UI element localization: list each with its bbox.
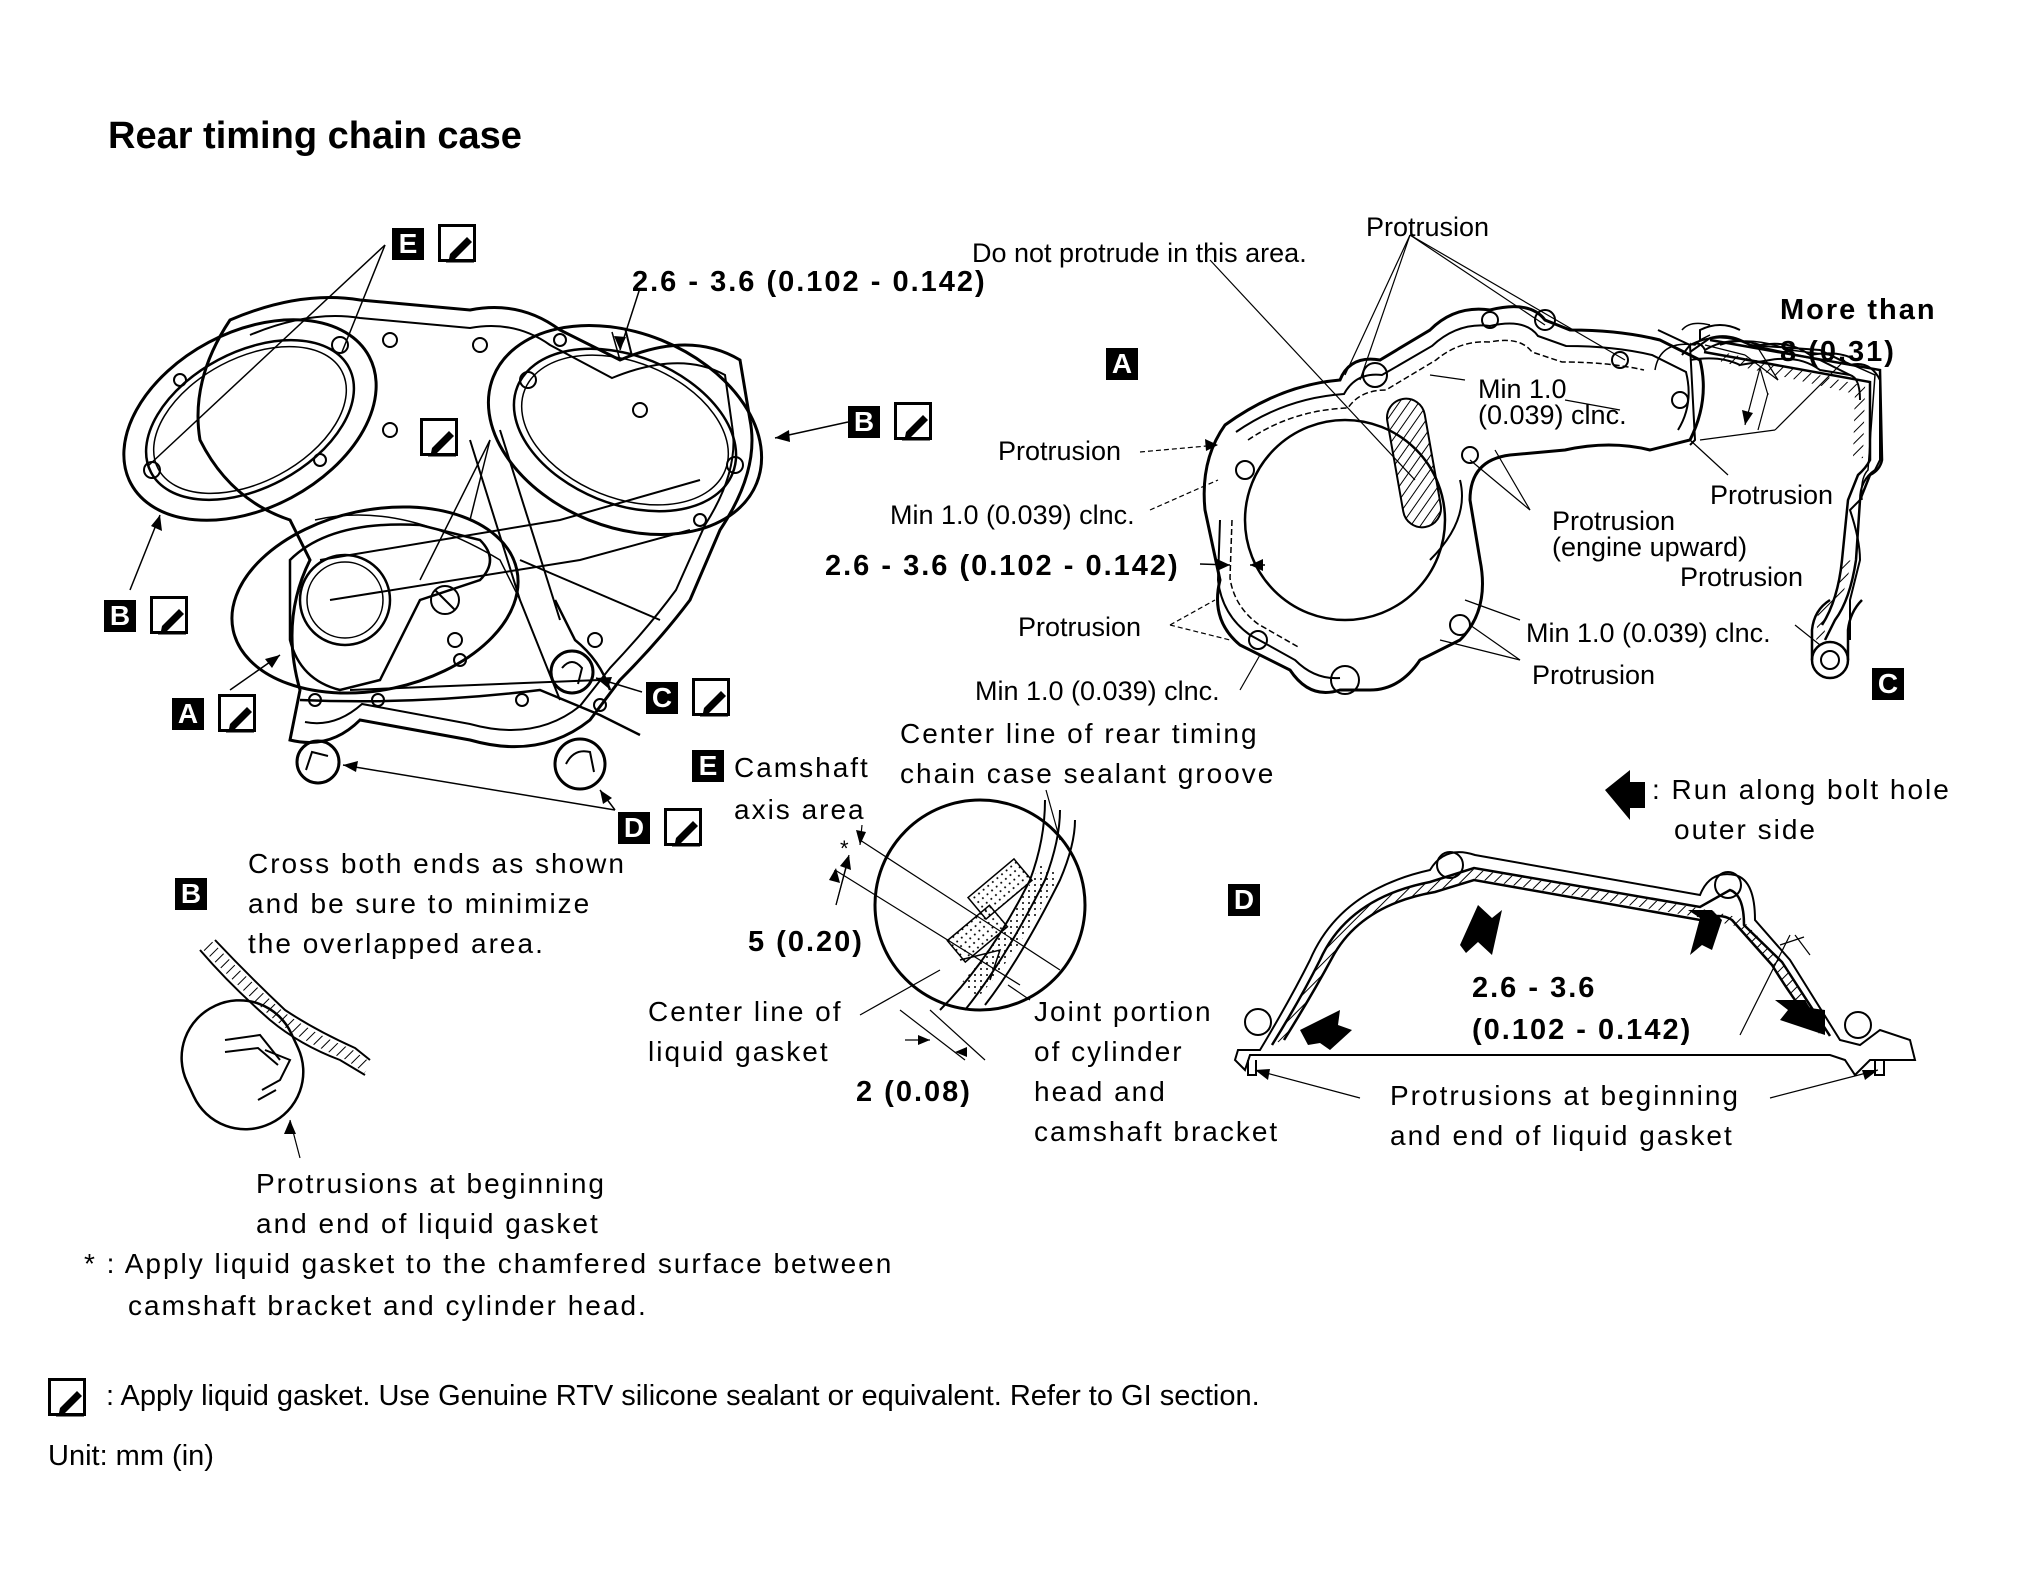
page-title: Rear timing chain case — [108, 115, 522, 157]
d-dim-line1: 2.6 - 3.6 — [1472, 972, 1597, 1004]
c-more-than-line1: More than — [1780, 294, 1937, 326]
e-joint-line4: camshaft bracket — [1034, 1116, 1280, 1147]
gasket-icon — [894, 402, 932, 441]
e-center-groove-line2: chain case sealant groove — [900, 758, 1276, 789]
callout-b-right: B — [848, 406, 880, 438]
b-note-line1: Cross both ends as shown — [248, 848, 626, 879]
d-dim-line2: (0.102 - 0.142) — [1472, 1014, 1693, 1046]
e-center-gasket-line1: Center line of — [648, 996, 843, 1027]
view-b-illustration — [180, 939, 372, 1159]
footnote-legend: : Apply liquid gasket. Use Genuine RTV s… — [106, 1380, 1260, 1412]
e-joint-line1: Joint portion — [1034, 996, 1213, 1027]
view-e-tag: E — [692, 750, 724, 782]
gasket-icon — [692, 678, 730, 717]
d-protrusions-line1: Protrusions at beginning — [1390, 1080, 1740, 1111]
callout-e-top: E — [392, 228, 424, 260]
c-more-than-line2: 8 (0.31) — [1780, 336, 1896, 368]
e-camshaft-line2: axis area — [734, 794, 866, 825]
gasket-icon — [420, 418, 458, 457]
e-joint-line2: of cylinder — [1034, 1036, 1184, 1067]
a-min-clnc-left: Min 1.0 (0.039) clnc. — [890, 500, 1135, 530]
view-c-tag: C — [1872, 668, 1904, 700]
gasket-icon — [664, 808, 702, 847]
view-a-illustration — [1139, 234, 1705, 695]
callout-c-left: C — [646, 682, 678, 714]
a-min-clnc-top-line1: Min 1.0 — [1478, 374, 1567, 404]
a-protrusion-left-2: Protrusion — [1018, 612, 1142, 642]
e-dim-2: 2 (0.08) — [856, 1076, 972, 1108]
a-dim-left: 2.6 - 3.6 (0.102 - 0.142) — [825, 550, 1180, 582]
e-center-groove-line1: Center line of rear timing — [900, 718, 1259, 749]
b-protrusions-line1: Protrusions at beginning — [256, 1168, 606, 1199]
view-d-tag: D — [1228, 884, 1260, 916]
e-center-gasket-line2: liquid gasket — [648, 1036, 830, 1067]
footnote-unit: Unit: mm (in) — [48, 1440, 214, 1472]
a-min-clnc-top-line2: (0.039) clnc. — [1478, 400, 1627, 430]
callout-a-left: A — [172, 698, 204, 730]
a-protrusion-top: Protrusion — [1366, 212, 1490, 242]
a-min-clnc-right: Min 1.0 (0.039) clnc. — [1526, 618, 1771, 648]
view-d-illustration — [1233, 770, 1917, 1099]
e-asterisk: * — [840, 836, 849, 861]
b-note-line2: and be sure to minimize — [248, 888, 592, 919]
gasket-icon — [48, 1378, 86, 1417]
b-note-line3: the overlapped area. — [248, 928, 545, 959]
d-protrusions-line2: and end of liquid gasket — [1390, 1120, 1734, 1151]
a-protrusion-engine-line1: Protrusion — [1552, 506, 1676, 536]
c-protrusion-1: Protrusion — [1710, 480, 1834, 510]
a-min-clnc-bottom: Min 1.0 (0.039) clnc. — [975, 676, 1220, 706]
view-a-tag: A — [1106, 348, 1138, 380]
gasket-icon — [150, 596, 188, 635]
e-joint-line3: head and — [1034, 1076, 1167, 1107]
footnote-asterisk-line1: * : Apply liquid gasket to the chamfered… — [84, 1248, 894, 1279]
e-camshaft-line1: Camshaft — [734, 752, 870, 783]
c-protrusion-2: Protrusion — [1680, 562, 1804, 592]
b-protrusions-line2: and end of liquid gasket — [256, 1208, 600, 1239]
e-dim-5: 5 (0.20) — [748, 926, 864, 958]
view-e-illustration — [829, 789, 1087, 1061]
rear-timing-chain-case-illustration — [122, 244, 849, 811]
d-legend-line1: : Run along bolt hole — [1652, 774, 1951, 805]
gasket-icon — [438, 224, 476, 263]
a-protrusion-engine-line2: (engine upward) — [1552, 532, 1748, 562]
gasket-icon — [218, 694, 256, 733]
view-b-tag: B — [175, 878, 207, 910]
footnote-asterisk-line2: camshaft bracket and cylinder head. — [128, 1290, 648, 1321]
callout-d-bottom: D — [618, 812, 650, 844]
dim-label-top: 2.6 - 3.6 (0.102 - 0.142) — [632, 266, 987, 298]
d-legend-line2: outer side — [1674, 814, 1817, 845]
callout-b-left: B — [104, 600, 136, 632]
a-protrusion-bottom-right: Protrusion — [1532, 660, 1656, 690]
view-c-illustration — [1654, 322, 1884, 680]
a-protrusion-left-1: Protrusion — [998, 436, 1122, 466]
a-do-not-protrude: Do not protrude in this area. — [972, 238, 1307, 268]
